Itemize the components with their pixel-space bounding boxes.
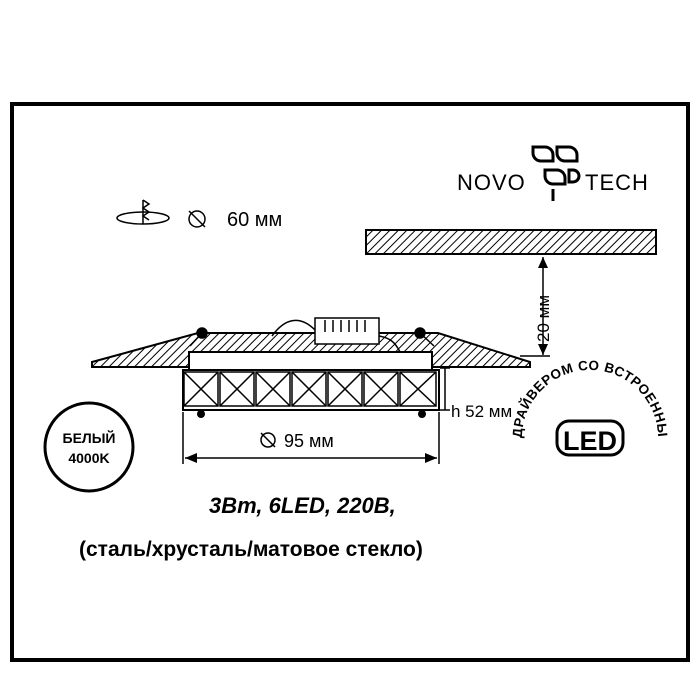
arrow-up-icon: [538, 257, 548, 268]
ceiling-slab: [365, 229, 657, 255]
spec-line-2: (сталь/хрусталь/матовое стекло): [79, 538, 423, 561]
arrow-down-icon: [538, 344, 548, 355]
color-temp-badge: [43, 401, 135, 493]
height-dimension-line: [440, 367, 450, 411]
width-diameter-icon: [260, 432, 276, 448]
logo-mark-icon: [531, 145, 581, 201]
ceiling-gap-label: 20 мм: [534, 295, 553, 342]
seal-led-frame: [555, 419, 625, 457]
arrow-right-icon: [425, 453, 437, 463]
spec-line-1: 3Вт, 6LED, 220В,: [209, 493, 396, 518]
spring-clip-right: [414, 327, 435, 347]
arrow-left-icon: [185, 453, 197, 463]
brand-text-right: TECH: [585, 170, 649, 195]
seal-led-text: LED: [563, 426, 617, 456]
led-dots: [197, 410, 426, 418]
brand-logo: NOVO TECH: [457, 145, 649, 201]
diameter-icon: [188, 210, 206, 228]
badge-line2: 4000K: [68, 450, 109, 466]
width-label: 95 мм: [284, 431, 334, 451]
cutout-icon: [116, 199, 170, 225]
gap-dimension-line: [520, 257, 550, 357]
badge-line1: БЕЛЫЙ: [63, 429, 116, 446]
spring-clip-left: [189, 327, 208, 347]
driver-box: [271, 317, 401, 353]
width-dimension-line: [182, 412, 440, 464]
height-label: h 52 мм: [451, 402, 512, 421]
brand-text-left: NOVO: [457, 170, 526, 195]
cutout-diameter: 60 мм: [227, 209, 282, 231]
crystal-segments: [183, 371, 437, 407]
